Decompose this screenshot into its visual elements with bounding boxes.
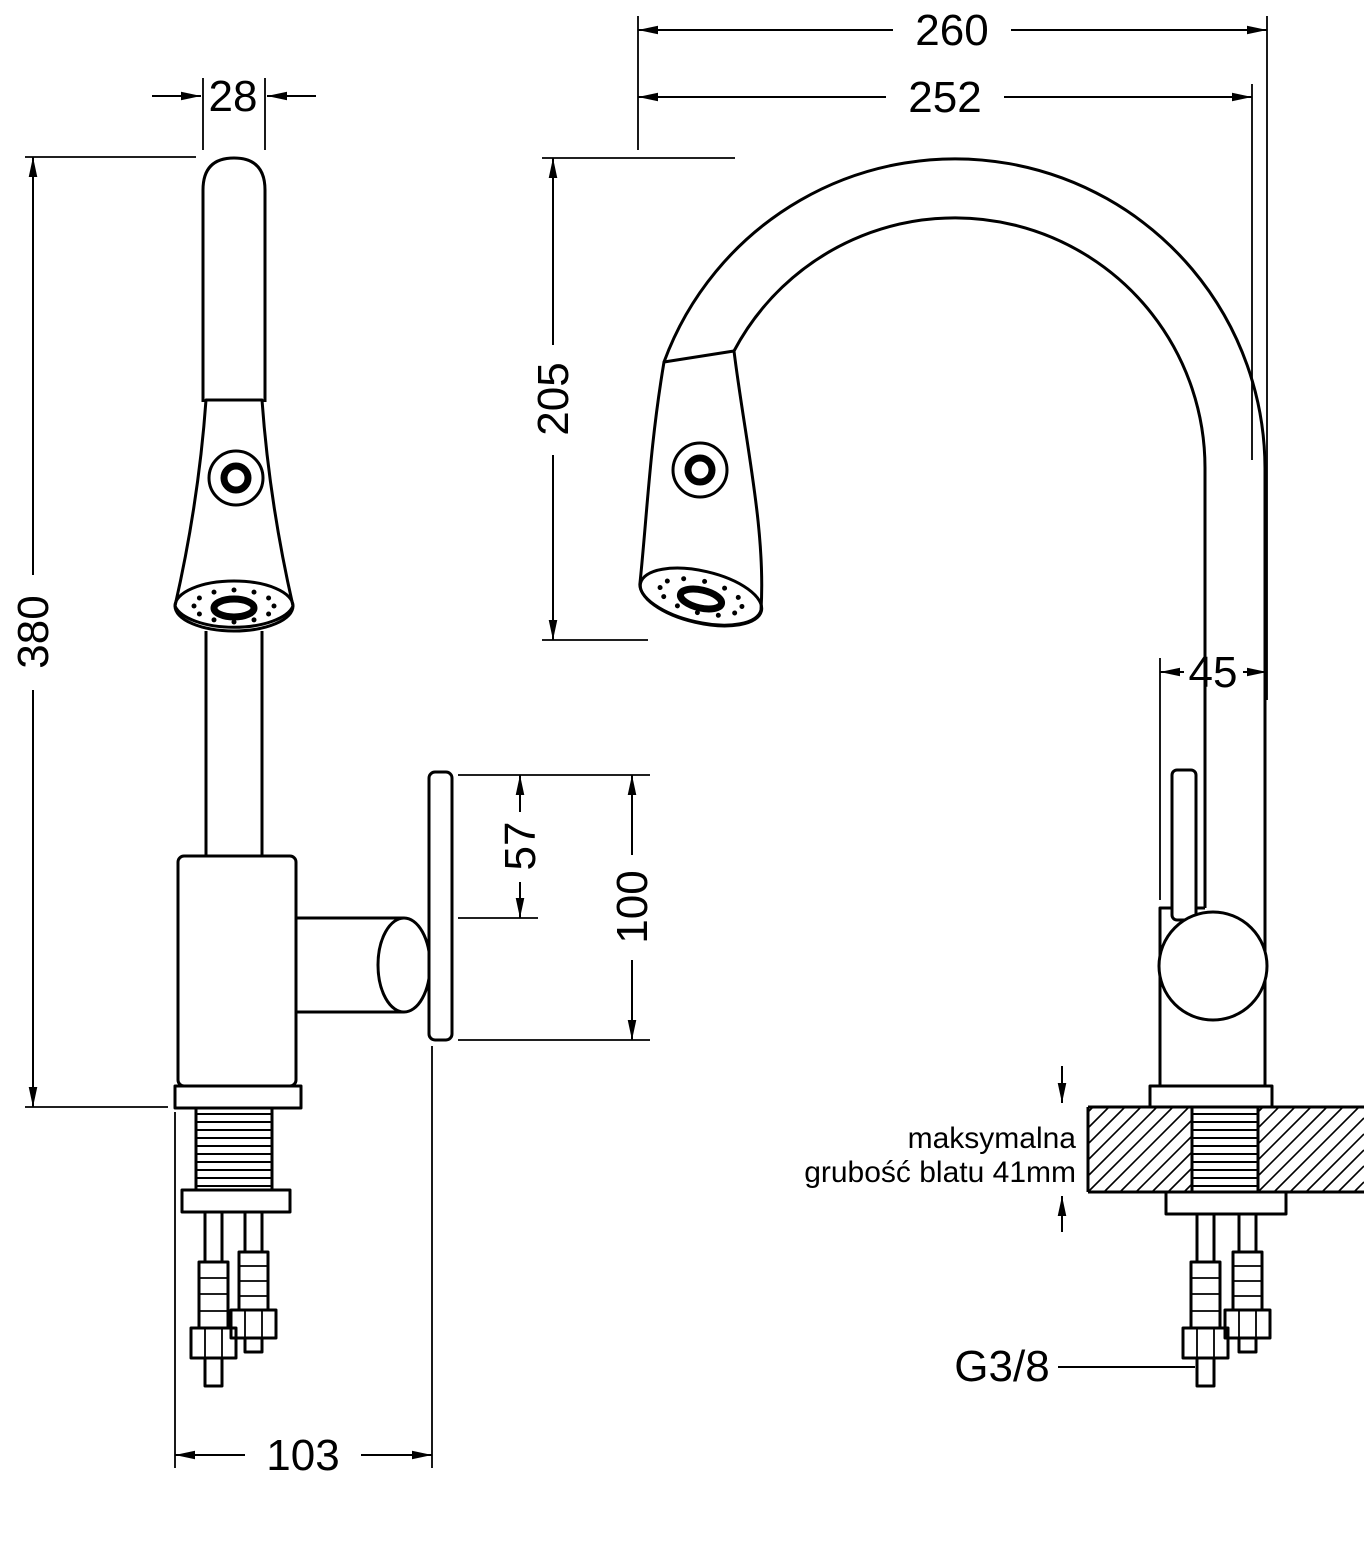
side-supply-hoses	[1181, 1212, 1272, 1388]
dim-spout-reach-label: 252	[908, 73, 981, 122]
dim-lever-height-label: 57	[496, 822, 545, 871]
side-lock-flange	[1164, 1190, 1288, 1216]
dim-total-height-label: 380	[9, 595, 58, 668]
front-supply-hoses	[189, 1210, 278, 1388]
front-spray-button-inner	[220, 462, 252, 494]
side-spout-outer	[662, 157, 1267, 1086]
dim-spout-width-label: 28	[209, 72, 258, 121]
front-spray-face-core	[210, 595, 258, 621]
dim-body-depth-label: 45	[1189, 648, 1238, 697]
front-spray-face	[173, 579, 295, 633]
side-spray-button-inner	[684, 454, 716, 486]
dimension-labels: 28 380 57 100 103 260 252 205 45 G3/8 ma…	[9, 6, 1237, 1480]
front-base-flange	[173, 1084, 303, 1110]
front-thread-lines	[196, 1113, 272, 1187]
side-spout-inner	[732, 216, 1207, 908]
front-spray-button-outer	[207, 449, 265, 507]
counter-note-line1: maksymalna	[908, 1122, 1077, 1155]
counter-note-line2: grubość blatu 41mm	[804, 1156, 1076, 1189]
front-handle-joint	[296, 916, 404, 1014]
front-handle-lever	[427, 770, 454, 1042]
side-spray-button-outer	[671, 441, 729, 499]
side-spray-nozzle-dots	[657, 576, 745, 618]
dim-total-depth-label: 260	[915, 6, 988, 55]
side-spray-head	[638, 349, 764, 627]
countertop-hatch	[1087, 1106, 1364, 1193]
front-handle-joint-cap	[376, 916, 432, 1014]
front-lock-flange	[180, 1188, 292, 1214]
front-spout-column	[201, 156, 267, 402]
front-view	[173, 156, 454, 1388]
side-spray-face-core	[676, 585, 726, 613]
dimensions	[25, 16, 1268, 1468]
side-base-flange	[1148, 1084, 1274, 1109]
side-thread-lines	[1192, 1113, 1258, 1187]
dim-spout-height-label: 205	[529, 362, 578, 435]
front-body	[176, 854, 298, 1088]
side-spray-face	[638, 566, 764, 628]
side-handle-lever	[1170, 768, 1198, 922]
dim-lever-total-height-label: 100	[608, 870, 657, 943]
side-handle-hub	[1157, 910, 1269, 1022]
side-threaded-shank	[1190, 1107, 1260, 1192]
front-lower-neck	[204, 631, 264, 856]
dim-base-offset-label: 103	[266, 1431, 339, 1480]
front-spray-nozzle-dots	[191, 587, 277, 625]
countertop-section	[1086, 1105, 1364, 1194]
thread-size-label: G3/8	[954, 1342, 1049, 1391]
front-spray-head	[173, 398, 295, 629]
extension-lines	[25, 16, 1268, 1468]
side-view	[638, 157, 1364, 1388]
